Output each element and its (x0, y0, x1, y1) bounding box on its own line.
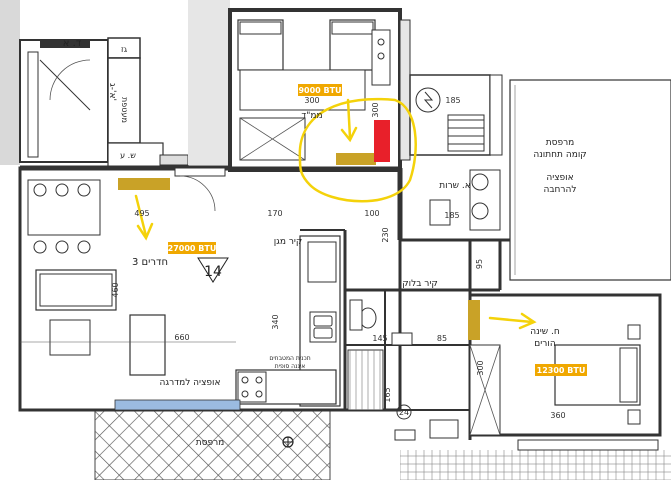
dim-230: 230 (381, 227, 390, 242)
dim-100: 100 (364, 209, 379, 218)
dim-24: 24 (399, 408, 409, 417)
right-terrace-label-2: קומה תחתונה (533, 150, 586, 160)
shaft-label: מעטפת (120, 97, 129, 123)
elevator-label: ד. א (63, 38, 82, 49)
kitchen (235, 235, 341, 407)
yellow-annotation (134, 97, 537, 330)
btu-label-mamad: 9000 BTU (298, 86, 341, 95)
shaft-area (188, 0, 230, 165)
btu-label-living: 27000 BTU (168, 244, 217, 253)
tech-column (399, 19, 503, 161)
btu-badge-living: 27000 BTU (168, 242, 217, 254)
dim-360: 360 (550, 411, 565, 420)
dim-165: 165 (383, 387, 392, 402)
gas-label: גז (121, 45, 128, 54)
dim-95: 95 (475, 259, 484, 269)
dim-85: 85 (437, 334, 447, 343)
ac-unit-living (118, 178, 170, 190)
parents-bedroom (468, 293, 662, 451)
expansion-label-2: להרחבה (543, 185, 576, 195)
bottom-terrace (94, 409, 331, 480)
mamad-label: ממ"ד (301, 111, 322, 121)
kitchen-note-1: תכנית המטבחים (269, 355, 310, 362)
block-wall-label: קיר בלוק (402, 279, 438, 289)
dim-495: 495 (134, 209, 149, 218)
expansion-label-1: אופציה (546, 173, 573, 183)
shelter-wall-label: קיר מגן (274, 237, 303, 247)
ac-unit-mamad (336, 153, 376, 165)
dim-460: 460 (111, 282, 120, 297)
bedroom-label-1: ח. שינה (530, 327, 560, 337)
stair-core (0, 0, 189, 169)
bathrooms (347, 299, 459, 441)
btu-badge-bedroom: 12300 BTU (535, 364, 587, 376)
room-number-triangle (197, 257, 229, 283)
btu-label-bedroom: 12300 BTU (537, 366, 586, 375)
dim-185-top: 185 (445, 96, 460, 105)
dim-340: 340 (271, 314, 280, 329)
red-marker (374, 120, 390, 162)
kitchen-note-2: איננה סופית (275, 363, 306, 370)
bottom-right-terrace-tiles (400, 450, 671, 480)
dim-185-mid: 185 (444, 211, 459, 220)
stair-label: א'-ג' (107, 83, 117, 101)
ac-unit-bedroom (468, 300, 480, 340)
laundry-room (429, 169, 501, 231)
right-terrace (509, 79, 671, 281)
dim-660: 660 (174, 333, 189, 342)
room-number: 14 (204, 264, 222, 280)
bedroom-label-2: הורים (534, 339, 556, 349)
dim-170: 170 (267, 209, 282, 218)
laundry-label: א. שרות (439, 181, 471, 191)
stair-option-label: אופציה למדרגה (160, 378, 221, 388)
btu-badge-mamad: 9000 BTU (298, 84, 342, 96)
sliding-doors (114, 167, 241, 411)
dim-300-top: 300 (304, 96, 319, 105)
dim-300-side: 300 (371, 102, 380, 117)
right-terrace-label-1: מרפסת (546, 138, 575, 148)
living-room-label: 3 חדרים (132, 257, 168, 268)
dim-300-room: 300 (476, 360, 485, 375)
cabinet-label: ש. ע (120, 151, 136, 160)
bottom-terrace-label: מרפסת (196, 438, 225, 448)
living-room (20, 179, 236, 376)
dim-145: 145 (372, 334, 387, 343)
